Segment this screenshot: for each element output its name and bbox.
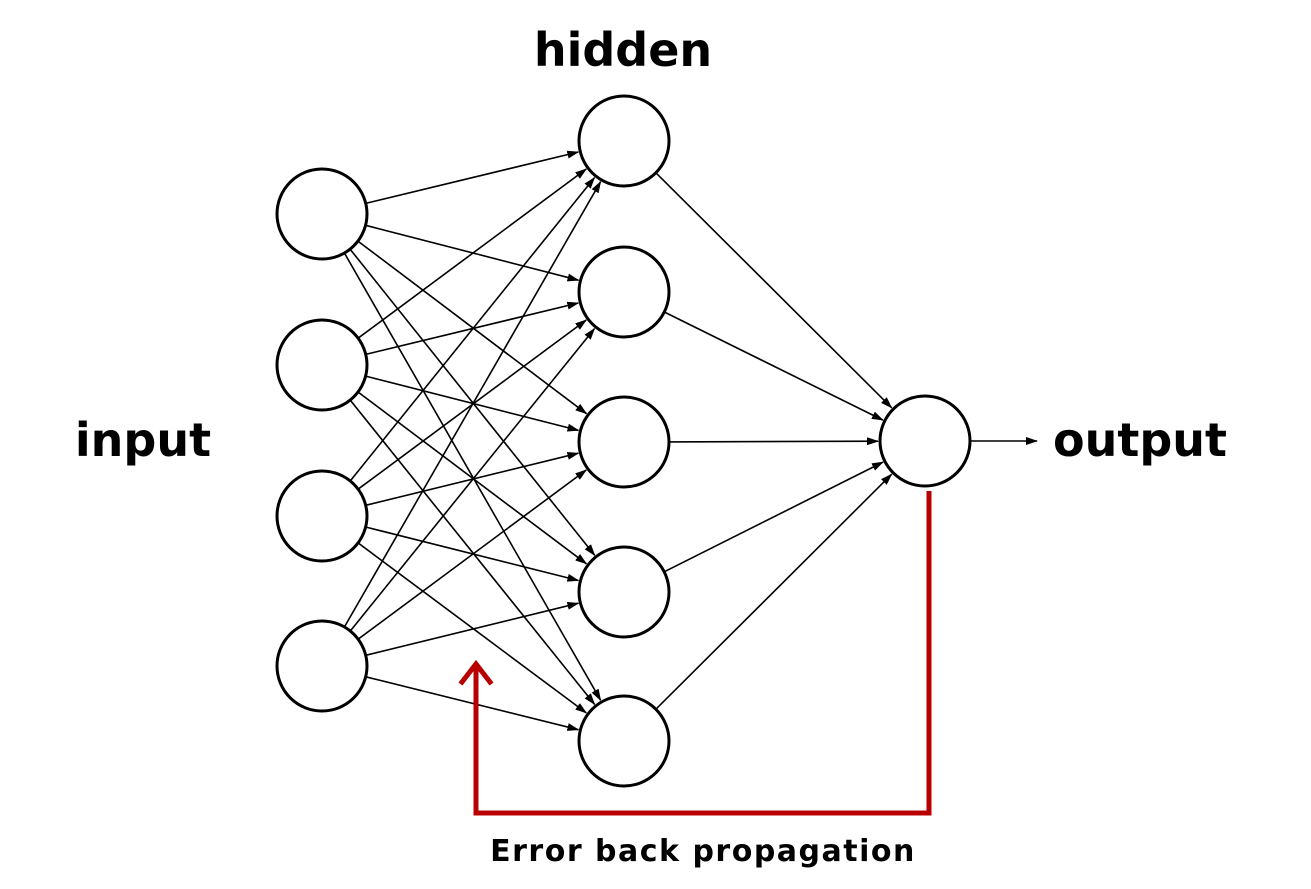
output-node-1 — [878, 394, 972, 488]
hidden-node-3 — [577, 395, 671, 489]
edge-input-4-hidden-4 — [365, 601, 580, 657]
edge-input-4-hidden-5 — [365, 676, 580, 731]
hidden-layer-label: hidden — [534, 23, 712, 77]
edge-input-1-hidden-5 — [343, 252, 602, 702]
input-node-4 — [275, 619, 369, 713]
edge-input-4-hidden-1 — [343, 180, 602, 628]
hidden-node-5 — [577, 694, 671, 788]
input-node-3 — [275, 469, 369, 563]
edge-hidden-1-output-1 — [655, 172, 893, 409]
connection-edges — [343, 150, 893, 731]
network-nodes — [275, 94, 972, 788]
input-node-2 — [275, 318, 369, 412]
edge-input-2-hidden-1 — [357, 168, 588, 339]
input-layer-label: input — [75, 413, 211, 467]
edge-input-2-hidden-3 — [365, 375, 580, 432]
input-node-1 — [275, 167, 369, 261]
output-layer-label: output — [1053, 413, 1227, 467]
error-backprop-arrowhead — [458, 659, 494, 686]
edge-hidden-2-output-1 — [663, 311, 884, 421]
error-backprop-path — [473, 491, 932, 816]
hidden-node-1 — [577, 94, 671, 188]
edge-input-2-hidden-5 — [349, 399, 596, 706]
edge-input-3-hidden-4 — [365, 526, 580, 582]
edge-hidden-4-output-1 — [663, 461, 884, 573]
edge-input-3-hidden-5 — [357, 542, 588, 714]
edge-input-1-hidden-4 — [349, 248, 596, 557]
error-backprop-caption: Error back propagation — [490, 834, 916, 869]
hidden-node-4 — [577, 545, 671, 639]
edge-hidden-3-output-1 — [668, 437, 879, 446]
hidden-node-2 — [577, 245, 671, 339]
edge-input-3-hidden-1 — [349, 176, 596, 482]
edge-input-1-hidden-1 — [365, 150, 580, 205]
edge-hidden-5-output-1 — [655, 473, 893, 710]
edge-input-4-hidden-3 — [357, 469, 588, 640]
edge-input-2-hidden-4 — [357, 391, 588, 565]
edge-input-4-hidden-2 — [349, 327, 596, 632]
